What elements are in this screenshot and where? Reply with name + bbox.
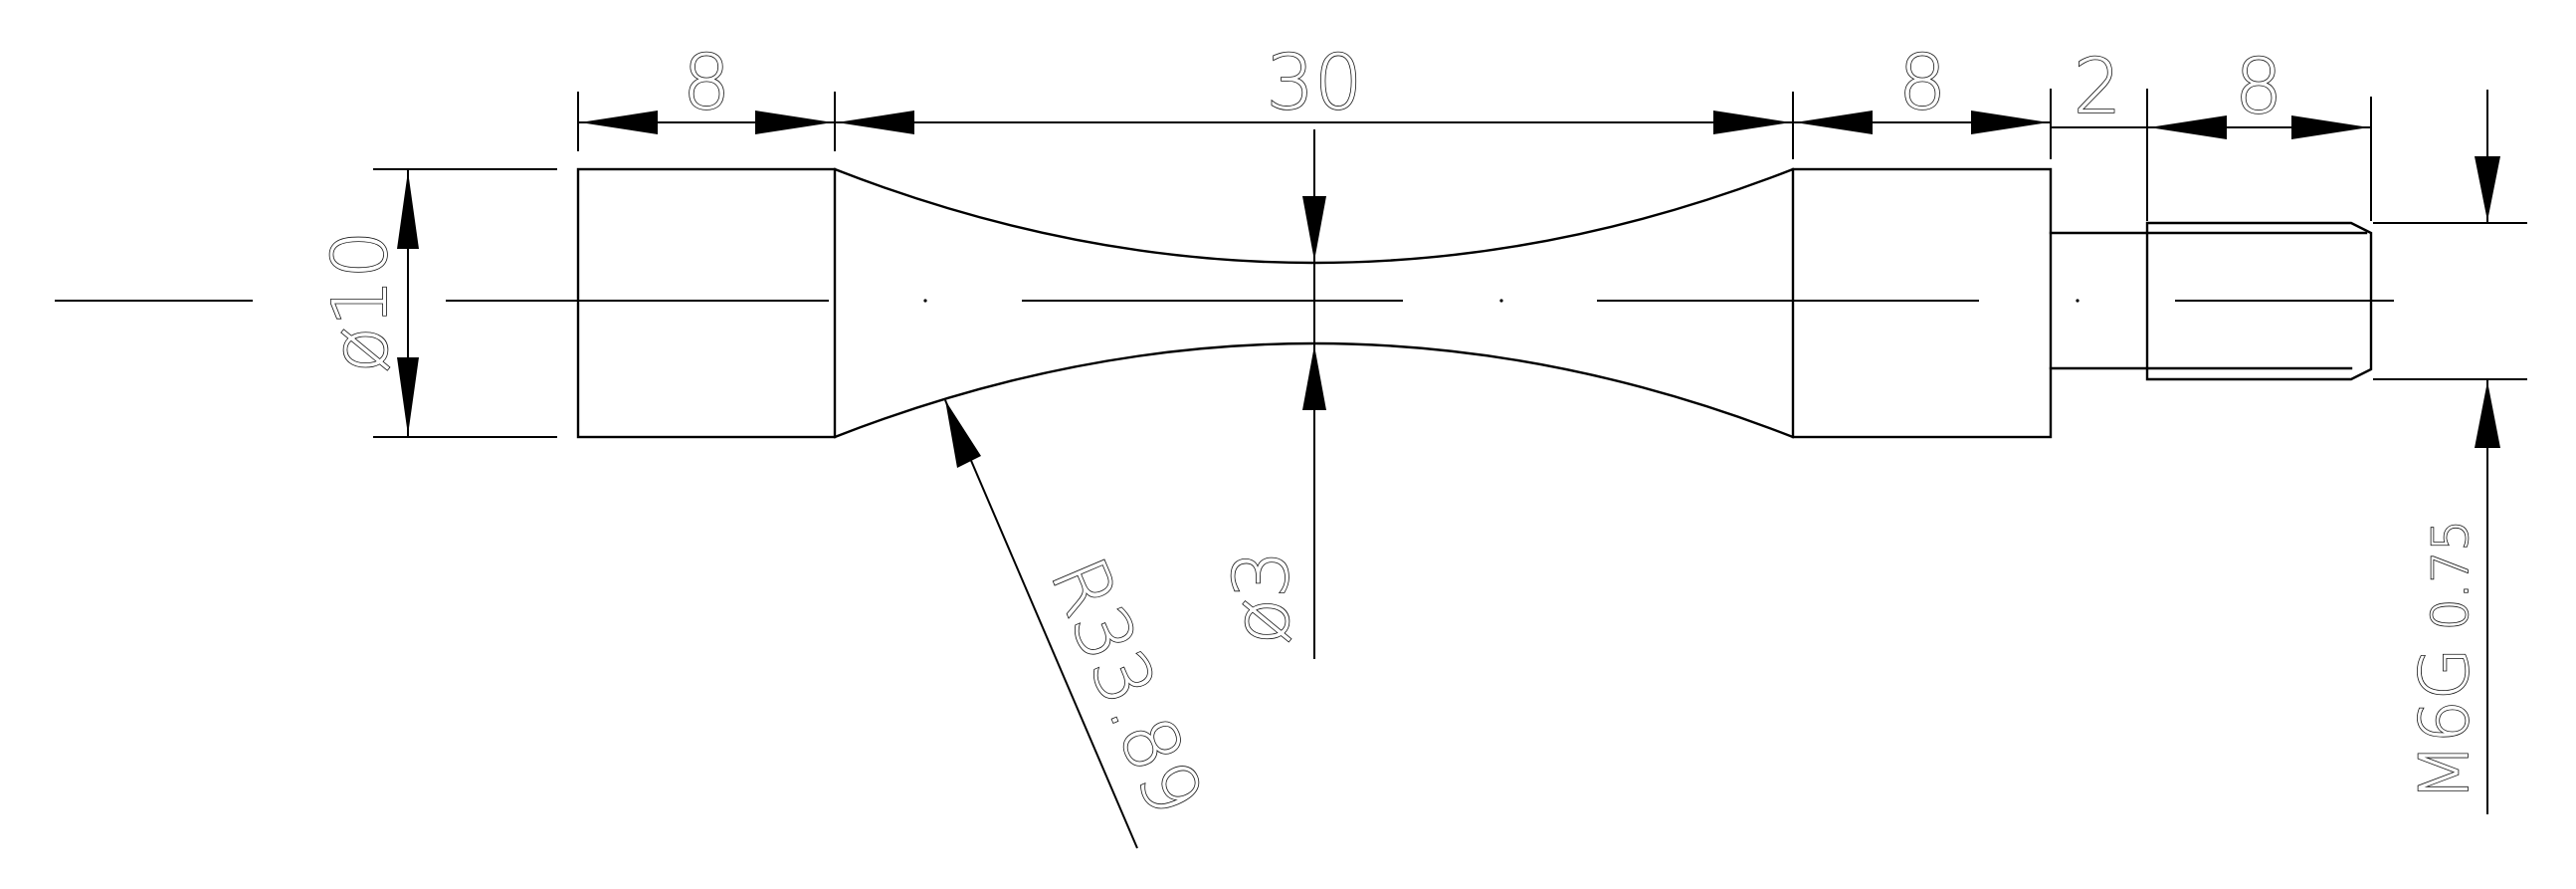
centerline-dot [1499,299,1503,303]
centerline-dot [2076,299,2080,303]
arrow-right-icon [1713,111,1791,134]
arrow-left-icon [580,111,658,134]
grip-diameter-label: ø10 [315,230,404,372]
fillet-radius-label: R33.89 [1034,546,1221,828]
arrow-up-icon [1302,345,1326,410]
arrow-up-icon [2475,381,2500,448]
arrow-left-icon [837,111,914,134]
arrow-right-icon [1971,111,2049,134]
left-grip-section [576,167,837,439]
thread-spec-pitch: 0.75 [2422,520,2479,630]
arrow-down-icon [2475,156,2500,221]
dim-right-grip-8-label: 8 [1898,38,1946,126]
horizontal-dimensions: 8 30 8 2 8 [577,37,2372,221]
dim-left-grip-8: 8 [577,37,836,151]
dim-right-grip-8: 8 [1792,37,2052,159]
right-grip-section [1791,167,2053,439]
dim-undercut-2-label: 2 [2074,42,2121,130]
thread-spec-main: M6G [2406,647,2484,801]
part-outline [576,167,2373,439]
arrow-right-icon [755,111,833,134]
threaded-end [2145,221,2373,381]
dim-neck-diameter: ø3 [1216,129,1326,659]
dim-fillet-radius: R33.89 [944,399,1221,849]
centerline [55,299,2394,303]
arrow-left-icon [2149,115,2227,139]
dim-thread-8-label: 8 [2235,42,2282,130]
dim-left-grip-8-label: 8 [683,38,730,126]
centerline-dot [923,299,927,303]
arrow-left-icon [1795,111,1873,134]
dim-undercut-2: 2 [2050,41,2148,159]
arrow-icon [945,400,981,468]
undercut-section [2049,231,2368,370]
arrow-down-icon [397,357,419,435]
dim-thread-8: 8 [2146,41,2372,221]
arrow-down-icon [1302,196,1326,261]
arrow-right-icon [2291,115,2369,139]
arrow-up-icon [397,171,419,249]
dim-grip-diameter: ø10 [314,168,557,438]
neck-diameter-label: ø3 [1217,551,1305,645]
thread-spec-label: M6G 0.75 [2406,520,2484,801]
dim-gauge-30: 30 [834,37,1794,151]
leader-line [944,399,1138,849]
dim-thread-spec: M6G 0.75 [2373,90,2527,814]
dim-gauge-30-label: 30 [1267,38,1363,126]
